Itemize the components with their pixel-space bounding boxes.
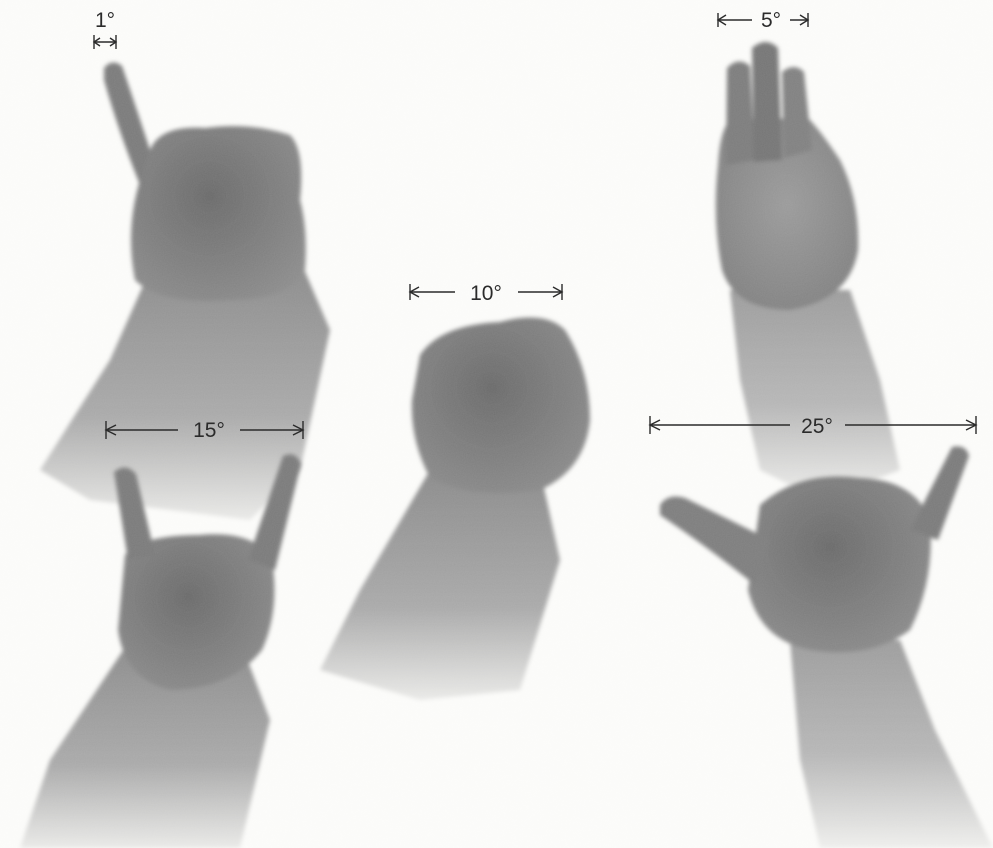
label-15deg: 15° xyxy=(193,419,225,442)
label-25deg: 25° xyxy=(801,415,833,438)
label-5deg: 5° xyxy=(761,9,781,32)
label-1deg: 1° xyxy=(95,9,115,32)
label-10deg: 10° xyxy=(470,282,502,305)
